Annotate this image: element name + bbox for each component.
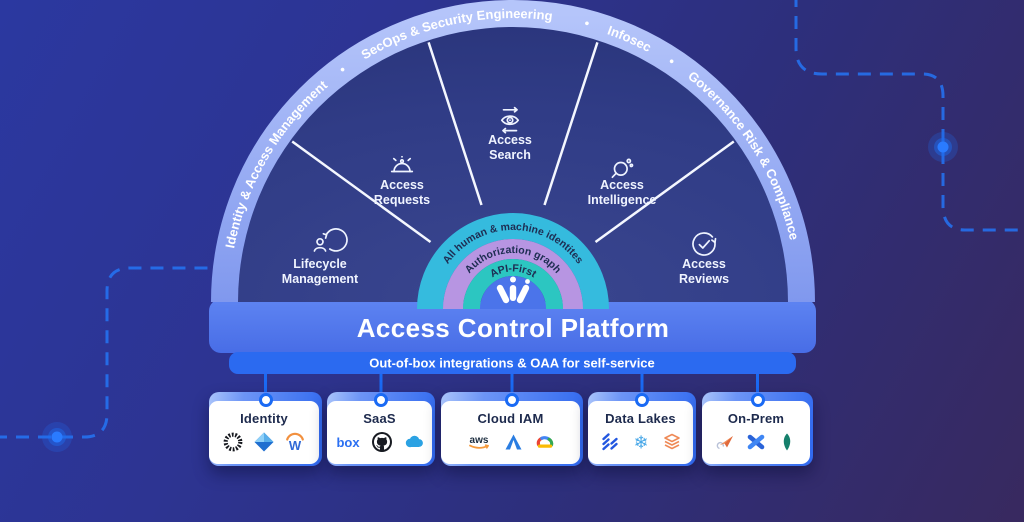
svg-text:Access: Access	[488, 133, 532, 147]
connector-dot	[374, 393, 388, 407]
svg-text:❄: ❄	[633, 432, 648, 453]
mongodb-leaf-icon	[783, 433, 791, 450]
connector-dot	[505, 393, 519, 407]
card-title: SaaS	[363, 410, 396, 426]
svg-text:Lifecycle: Lifecycle	[293, 257, 347, 271]
card-face: Cloud IAM aws	[441, 401, 580, 464]
card-cloud-iam: Cloud IAM aws	[441, 392, 583, 466]
card-saas: SaaS box	[327, 392, 435, 466]
svg-text:W: W	[289, 438, 302, 453]
layered-stack-icon	[663, 433, 680, 449]
platform-title: Access Control Platform	[357, 313, 670, 343]
card-icons: aws	[465, 429, 557, 455]
card-data-lakes: Data Lakes ❄	[588, 392, 696, 466]
svg-text:aws: aws	[469, 435, 488, 446]
segment-labels: Lifecycle Management Access Requests Acc…	[282, 133, 729, 286]
card-on-prem: On-Prem	[702, 392, 813, 466]
exchange-x-icon	[747, 434, 765, 449]
card-title: Data Lakes	[605, 410, 676, 426]
card-face: On-Prem	[702, 401, 810, 464]
svg-text:Search: Search	[489, 148, 531, 162]
glow-dot-right	[928, 132, 958, 162]
azure-icon	[505, 434, 521, 449]
card-icons	[714, 429, 798, 455]
segment-access-requests: Access Requests	[374, 178, 430, 207]
svg-text:box: box	[336, 435, 360, 450]
platform-band	[209, 299, 816, 353]
card-title: Identity	[240, 410, 288, 426]
svg-text:Management: Management	[282, 272, 359, 286]
dart-swirl-icon	[716, 435, 733, 449]
veza-logo-icon	[496, 276, 530, 304]
segment-lifecycle-management: Lifecycle Management	[282, 257, 359, 286]
svg-text:Access: Access	[600, 178, 644, 192]
card-title: On-Prem	[727, 410, 785, 426]
card-icons: ❄	[599, 429, 683, 455]
check-cycle-icon	[692, 232, 717, 256]
aws-icon: aws	[468, 435, 489, 449]
workday-icon: W	[286, 432, 304, 453]
core-arc-authorization	[443, 239, 583, 310]
circuit-decoration-left	[0, 266, 250, 439]
glow-dot-left	[42, 422, 72, 452]
core-label-api: API-First	[488, 262, 539, 280]
azure-ad-icon	[254, 432, 274, 451]
segment-dividers	[291, 42, 735, 244]
svg-text:Reviews: Reviews	[679, 272, 729, 286]
snowflake-icon: ❄	[633, 432, 648, 453]
segment-access-reviews: Access Reviews	[679, 257, 729, 286]
connector-dot	[635, 393, 649, 407]
card-icons: W	[222, 429, 306, 455]
card-title: Cloud IAM	[477, 410, 544, 426]
okta-icon	[223, 432, 243, 451]
github-icon	[371, 431, 392, 452]
segments	[313, 106, 717, 256]
card-icons: box	[334, 429, 426, 455]
eye-sync-icon	[500, 106, 520, 134]
card-face: SaaS box	[327, 401, 432, 464]
card-face: Data Lakes ❄	[588, 401, 693, 464]
integration-bar	[229, 352, 796, 374]
dome-interior	[238, 27, 788, 302]
dome-outer-ring	[211, 0, 815, 303]
svg-text:Access: Access	[682, 257, 726, 271]
segment-access-search: Access Search	[488, 133, 532, 162]
svg-text:Requests: Requests	[374, 193, 430, 207]
segment-access-intelligence: Access Intelligence	[588, 178, 657, 207]
salesforce-icon	[405, 435, 423, 447]
data-stripes-icon	[601, 432, 618, 450]
core-arc-api	[463, 259, 563, 310]
service-bell-icon	[390, 155, 414, 173]
svg-text:Intelligence: Intelligence	[588, 193, 657, 207]
svg-text:Access: Access	[380, 178, 424, 192]
core-arc-identities	[417, 213, 609, 310]
box-icon: box	[336, 435, 360, 450]
google-cloud-icon	[536, 435, 553, 448]
card-identity: Identity W	[209, 392, 322, 466]
card-face: Identity W	[209, 401, 319, 464]
connector-dot	[750, 393, 765, 407]
arc-bullet-2: •	[583, 15, 592, 31]
magnifier-sparkles-icon	[611, 158, 634, 179]
circuit-decoration-right	[794, 0, 1024, 232]
platform-subtitle: Out-of-box integrations & OAA for self-s…	[369, 356, 655, 371]
connector-dot	[258, 393, 273, 407]
person-cycle-icon	[313, 228, 348, 252]
